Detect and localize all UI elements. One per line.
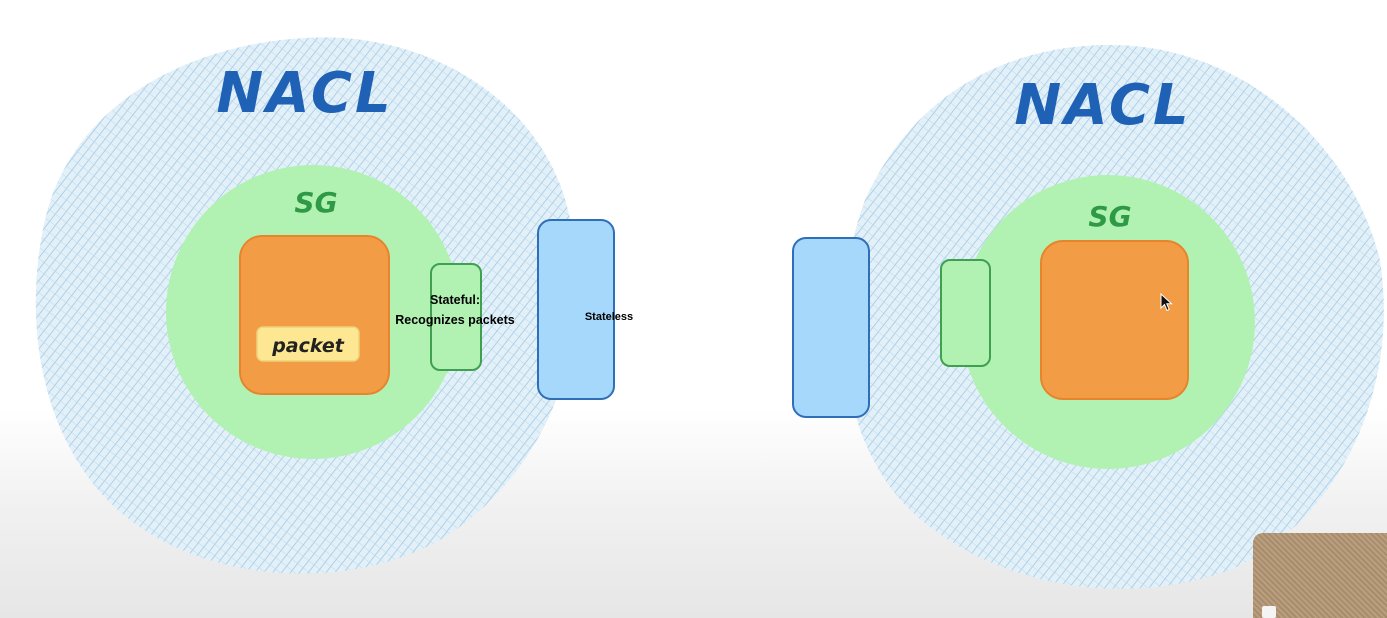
right-nacl-label: NACL (1014, 73, 1191, 138)
left-nacl-gate (537, 219, 615, 400)
packet-box (256, 326, 360, 362)
mouse-cursor-icon (1160, 293, 1173, 312)
stateful-note-line1: Stateful: (430, 293, 480, 307)
annotations: Stateful: Recognizes packets Stateless (395, 293, 633, 327)
left-sg-gate-box (430, 263, 482, 371)
right-nacl-gate-box (792, 237, 870, 418)
left-nacl-label: NACL (216, 61, 393, 126)
left-instance: packet (239, 235, 390, 395)
right-sg-label: SG (1088, 200, 1131, 233)
left-instance-box (239, 235, 390, 395)
webcam-overlay (1253, 533, 1387, 618)
right-instance (1040, 240, 1189, 400)
stateful-note-line2: Recognizes packets (395, 313, 515, 327)
left-sg-label: SG (294, 186, 337, 219)
right-nacl-gate (792, 237, 870, 418)
left-nacl-gate-box (537, 219, 615, 400)
right-sg-gate (940, 259, 991, 367)
webcam-light (1262, 606, 1276, 618)
packet-label: packet (271, 335, 345, 357)
right-instance-box (1040, 240, 1189, 400)
left-sg-gate (430, 263, 482, 371)
right-sg-gate-box (940, 259, 991, 367)
stateless-note: Stateless (585, 311, 633, 323)
